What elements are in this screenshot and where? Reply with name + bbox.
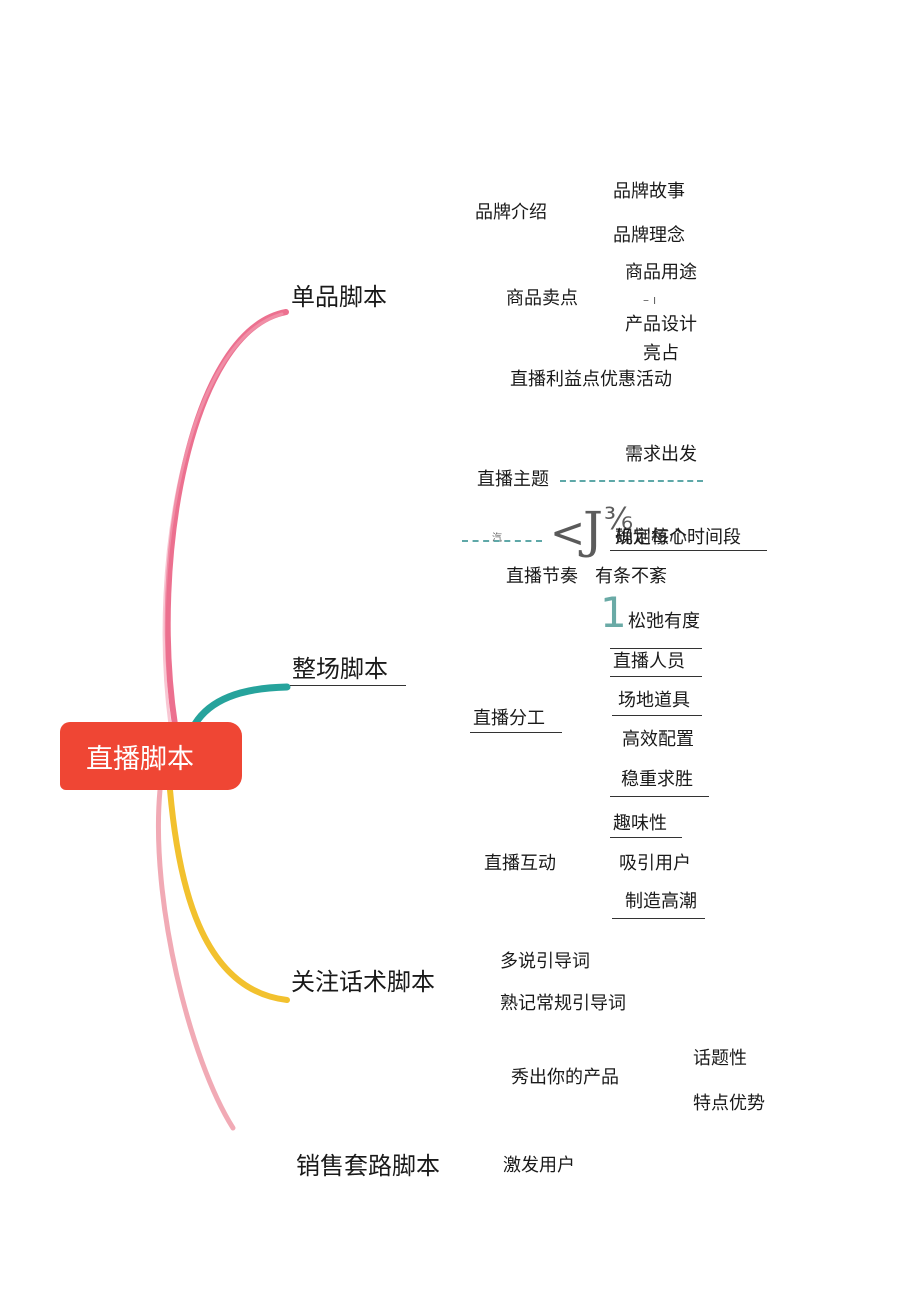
node-brand-intro[interactable]: 品牌介绍 [475, 202, 547, 223]
leaf-attract-users[interactable]: 吸引用户 [619, 853, 691, 874]
stray-one-glyph: 1 [600, 588, 627, 637]
stray-marks: – ı [643, 293, 657, 307]
stray-less-than-glyph: < [550, 508, 586, 557]
leaf-brand-story[interactable]: 品牌故事 [613, 181, 685, 202]
leaf-venue-props-underline [612, 715, 702, 716]
node-benefit-promo[interactable]: 直播利益点优惠活动 [510, 369, 672, 390]
rhythm-dashed-connector [462, 540, 542, 542]
theme-dashed-connector [560, 480, 703, 482]
leaf-orderly[interactable]: 有条不紊 [595, 566, 667, 587]
root-node[interactable] [60, 722, 242, 790]
leaf-time-slots-underline [610, 550, 767, 551]
root-node-label: 直播脚本 [86, 744, 194, 775]
leaf-live-staff-underline [610, 676, 702, 677]
branch-follow-script[interactable]: 关注话术脚本 [291, 968, 435, 996]
node-live-rhythm[interactable]: 直播节奏 [506, 566, 578, 587]
leaf-fun[interactable]: 趣味性 [613, 813, 667, 834]
node-live-theme[interactable]: 直播主题 [477, 469, 549, 490]
leaf-highlight[interactable]: 亮占 [643, 343, 679, 364]
node-live-division-underline [470, 732, 562, 733]
branch-single-product[interactable]: 单品脚本 [291, 283, 387, 311]
leaf-topicality[interactable]: 话题性 [693, 1048, 747, 1069]
stray-j-glyph: J [583, 501, 604, 559]
branch-full-script[interactable]: 整场脚本 [292, 655, 388, 683]
node-selling-points[interactable]: 商品卖点 [506, 288, 578, 309]
leaf-product-use[interactable]: 商品用途 [625, 262, 697, 283]
leaf-create-climax-underline [612, 918, 705, 919]
leaf-fun-underline [610, 837, 682, 838]
leaf-product-design[interactable]: 产品设计 [625, 314, 697, 335]
node-guide-words[interactable]: 多说引导词 [500, 951, 590, 972]
leaf-live-staff[interactable]: 直播人员 [613, 651, 685, 672]
stray-tick-text: 汽 [492, 533, 502, 544]
connector-sales-script [155, 787, 236, 1131]
stray-fraction-glyph: ³⁄₆ [604, 502, 634, 537]
connector-follow-script [167, 787, 290, 1003]
leaf-time-slots[interactable]: 确定每个时间段 [615, 527, 741, 548]
leaf-relaxed-pace-underline [610, 648, 702, 649]
leaf-features-advantages[interactable]: 特点优势 [693, 1093, 765, 1114]
leaf-plan-core-overlap: 规划核心 [615, 527, 687, 548]
leaf-relaxed-pace[interactable]: 松弛有度 [628, 611, 700, 632]
leaf-venue-props[interactable]: 场地道具 [618, 690, 690, 711]
branch-sales-script[interactable]: 销售套路脚本 [296, 1152, 440, 1180]
node-show-product[interactable]: 秀出你的产品 [511, 1067, 619, 1088]
node-live-division[interactable]: 直播分工 [473, 708, 545, 729]
leaf-efficient-config[interactable]: 高效配置 [622, 729, 694, 750]
leaf-create-climax[interactable]: 制造高潮 [625, 891, 697, 912]
connector-single-product-highlight [162, 312, 284, 727]
node-live-interaction[interactable]: 直播互动 [484, 853, 556, 874]
node-common-guide-words[interactable]: 熟记常规引导词 [500, 993, 626, 1014]
leaf-steady-win[interactable]: 稳重求胜 [621, 769, 693, 790]
leaf-brand-philosophy[interactable]: 品牌理念 [613, 225, 685, 246]
connector-single-product [164, 309, 289, 728]
node-stimulate-users[interactable]: 激发用户 [503, 1155, 575, 1176]
branch-full-script-underline [290, 685, 406, 686]
leaf-steady-win-underline [610, 796, 709, 797]
connector-full-script [191, 683, 291, 728]
leaf-demand-driven[interactable]: 需求出发 [625, 444, 697, 465]
